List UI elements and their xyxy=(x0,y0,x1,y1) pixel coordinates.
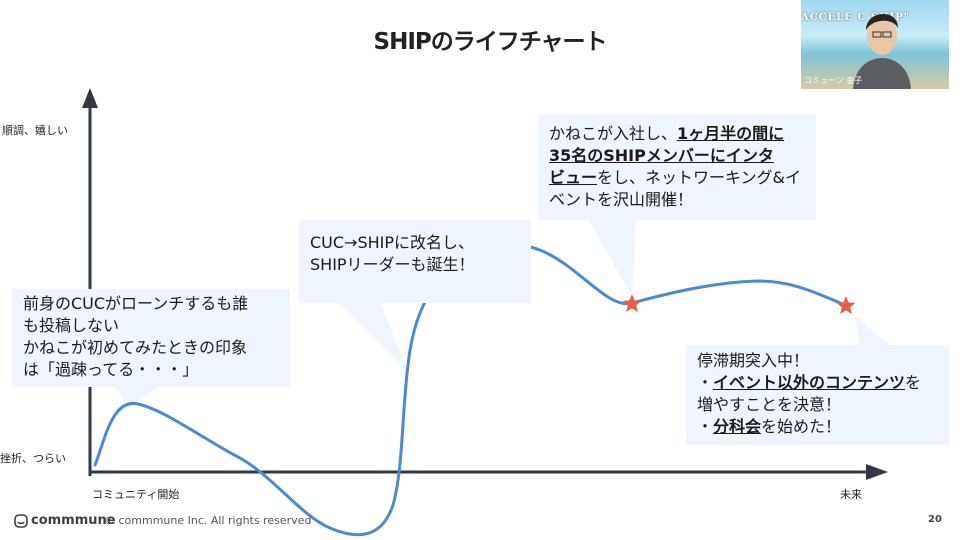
copyright-text: © commmune Inc. All rights reserved xyxy=(104,514,312,527)
callout-line: も投稿しない xyxy=(23,316,120,335)
callout-line: SHIPリーダーも誕生！ xyxy=(310,255,475,274)
slide-title: SHIPのライフチャート xyxy=(373,29,608,55)
callout-text: 停滞期突入中！ xyxy=(697,351,810,370)
milestone-star-2 xyxy=(836,296,856,315)
page-number: 20 xyxy=(928,514,942,525)
callout-text: ベントを沢山開催！ xyxy=(549,190,694,209)
callout-text: を xyxy=(905,373,922,392)
y-axis-bottom-label: 挫折、つらい xyxy=(0,452,66,465)
callout-text: を始めた！ xyxy=(761,417,842,436)
callout-emphasis: 1ヶ月半の間に xyxy=(677,124,785,143)
milestone-star-1 xyxy=(622,294,642,313)
y-axis-top-label: 順調、嬉しい xyxy=(2,124,68,137)
callout-kaneko-joined: かねこが入社し、1ヶ月半の間に 35名のSHIPメンバーにインタ ビューをし、ネ… xyxy=(538,114,816,220)
logo-wordmark: commmune xyxy=(31,513,116,528)
callout-cuc-launch: 前身のCUCがローンチするも誰 も投稿しない かねこが初めてみたときの印象 は「… xyxy=(12,289,290,387)
life-curve xyxy=(93,243,847,537)
video-banner-text: ACCELE C SHIP" xyxy=(801,12,910,23)
callout-emphasis: 分科会 xyxy=(713,417,762,436)
commmune-logo-icon xyxy=(14,513,28,528)
callout-text: かねこが入社し、 xyxy=(549,124,678,143)
callout-emphasis: 35名のSHIPメンバーにインタ xyxy=(549,146,774,165)
callout-text: 増やすことを決意！ xyxy=(697,395,842,414)
callout-emphasis: イベント以外のコンテンツ xyxy=(713,373,906,392)
y-axis-arrow xyxy=(82,88,98,108)
bubble-4-tail xyxy=(855,316,890,346)
callout-emphasis: ビュー xyxy=(549,168,598,187)
callout-line: CUC→SHIPに改名し、 xyxy=(310,233,475,252)
presenter-name: コミューン 金子 xyxy=(804,76,863,85)
x-axis-end-label: 未来 xyxy=(840,488,862,501)
callout-text: ・ xyxy=(697,373,714,392)
callout-rename-ship: CUC→SHIPに改名し、 SHIPリーダーも誕生！ xyxy=(299,220,531,303)
callout-text: ・ xyxy=(697,417,714,436)
bubble-2-tail xyxy=(338,302,408,372)
presenter-avatar xyxy=(853,13,911,89)
callout-line: かねこが初めてみたときの印象 xyxy=(23,338,248,357)
x-axis-start-label: コミュニティ開始 xyxy=(92,488,180,501)
x-axis-arrow xyxy=(866,464,888,480)
callout-stagnation: 停滞期突入中！ ・イベント以外のコンテンツを 増やすことを決意！ ・分科会を始め… xyxy=(686,345,949,445)
callout-text: をし、ネットワーキング&イ xyxy=(597,168,802,187)
callout-line: は「過疎ってる・・・」 xyxy=(23,360,199,379)
commmune-logo: commmune xyxy=(14,513,116,528)
bubble-1-tail xyxy=(115,386,160,408)
presenter-video[interactable]: ACCELE C SHIP" コミューン 金子 xyxy=(801,0,949,89)
bubble-3-tail xyxy=(588,219,636,296)
callout-line: 前身のCUCがローンチするも誰 xyxy=(23,294,249,313)
